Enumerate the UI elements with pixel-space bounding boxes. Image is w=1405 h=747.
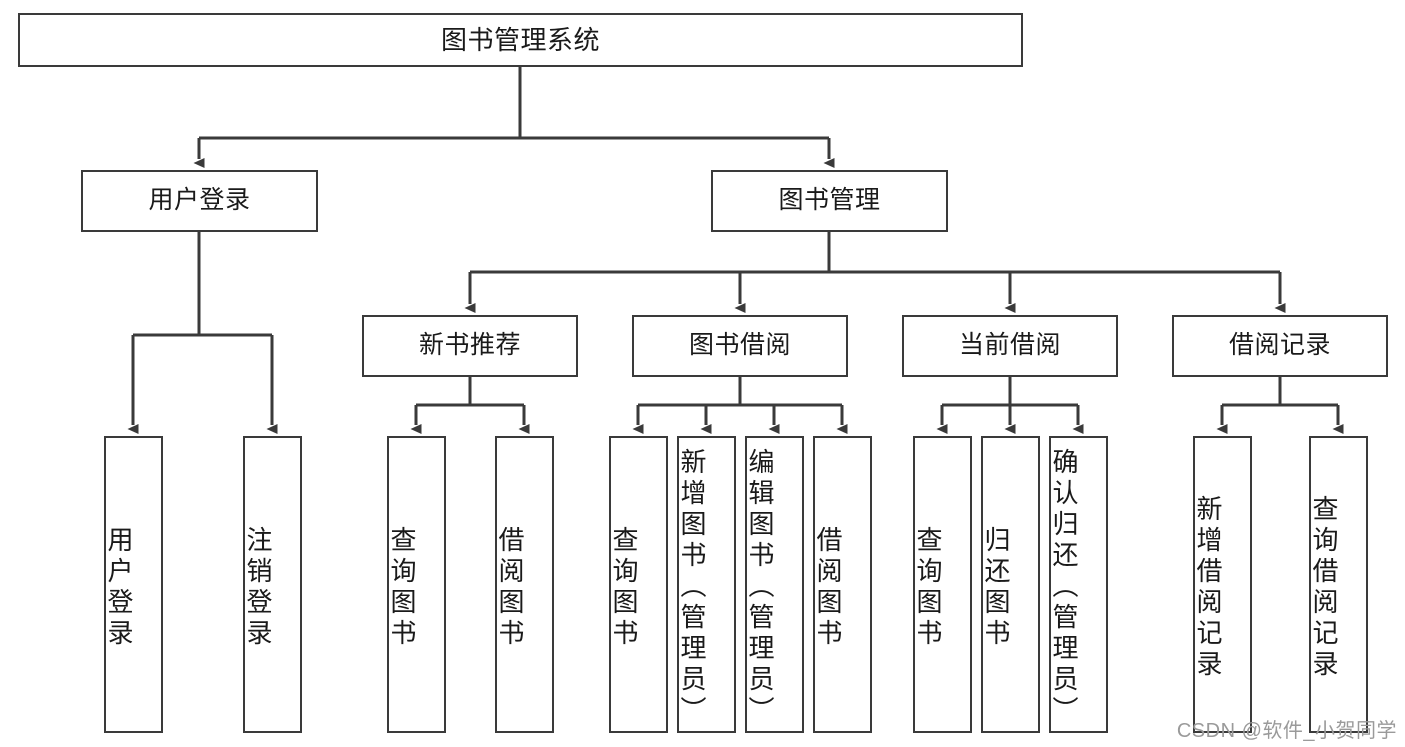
node-label: 图书借阅 [688, 331, 791, 360]
node-label: 查询图书 [913, 525, 943, 650]
node-borrowing-records[interactable]: 借阅记录 [1172, 315, 1388, 377]
node-leaf-logout[interactable]: 注销登录 [243, 436, 302, 733]
node-leaf-query-book-borrow[interactable]: 查询图书 [609, 436, 668, 733]
node-leaf-add-borrow-record[interactable]: 新增借阅记录 [1193, 436, 1252, 733]
node-label: 图书管理 [778, 186, 881, 215]
node-label: 编辑图书（管理员） [745, 448, 775, 727]
node-leaf-query-book-new[interactable]: 查询图书 [387, 436, 446, 733]
node-leaf-query-borrow-record[interactable]: 查询借阅记录 [1309, 436, 1368, 733]
node-label: 用户登录 [148, 186, 251, 215]
node-root-library-system[interactable]: 图书管理系统 [18, 13, 1023, 67]
node-leaf-query-book-current[interactable]: 查询图书 [913, 436, 972, 733]
node-leaf-user-login[interactable]: 用户登录 [104, 436, 163, 733]
node-label: 借阅图书 [495, 525, 525, 650]
node-leaf-borrow-book[interactable]: 借阅图书 [813, 436, 872, 733]
node-label: 当前借阅 [958, 331, 1061, 360]
node-leaf-add-book-admin[interactable]: 新增图书（管理员） [677, 436, 736, 733]
node-label: 借阅记录 [1228, 331, 1331, 360]
node-label: 新增图书（管理员） [677, 448, 707, 727]
node-label: 图书管理系统 [440, 24, 600, 55]
node-label: 借阅图书 [813, 525, 843, 650]
node-user-login[interactable]: 用户登录 [81, 170, 318, 232]
node-label: 用户登录 [104, 525, 134, 650]
node-current-borrowing[interactable]: 当前借阅 [902, 315, 1118, 377]
node-label: 新增借阅记录 [1193, 494, 1223, 681]
node-label: 新书推荐 [418, 331, 521, 360]
node-leaf-borrow-book-new[interactable]: 借阅图书 [495, 436, 554, 733]
node-label: 查询图书 [609, 525, 639, 650]
node-label: 归还图书 [981, 525, 1011, 650]
node-leaf-return-book[interactable]: 归还图书 [981, 436, 1040, 733]
node-label: 确认归还（管理员） [1049, 448, 1079, 727]
node-new-book-recommendation[interactable]: 新书推荐 [362, 315, 578, 377]
node-label: 查询图书 [387, 525, 417, 650]
node-label: 查询借阅记录 [1309, 494, 1339, 681]
node-book-management[interactable]: 图书管理 [711, 170, 948, 232]
node-leaf-edit-book-admin[interactable]: 编辑图书（管理员） [745, 436, 804, 733]
node-book-borrowing[interactable]: 图书借阅 [632, 315, 848, 377]
watermark-text: CSDN @软件_小贺同学 [1176, 720, 1397, 742]
node-label: 注销登录 [243, 525, 273, 650]
node-leaf-confirm-return-admin[interactable]: 确认归还（管理员） [1049, 436, 1108, 733]
